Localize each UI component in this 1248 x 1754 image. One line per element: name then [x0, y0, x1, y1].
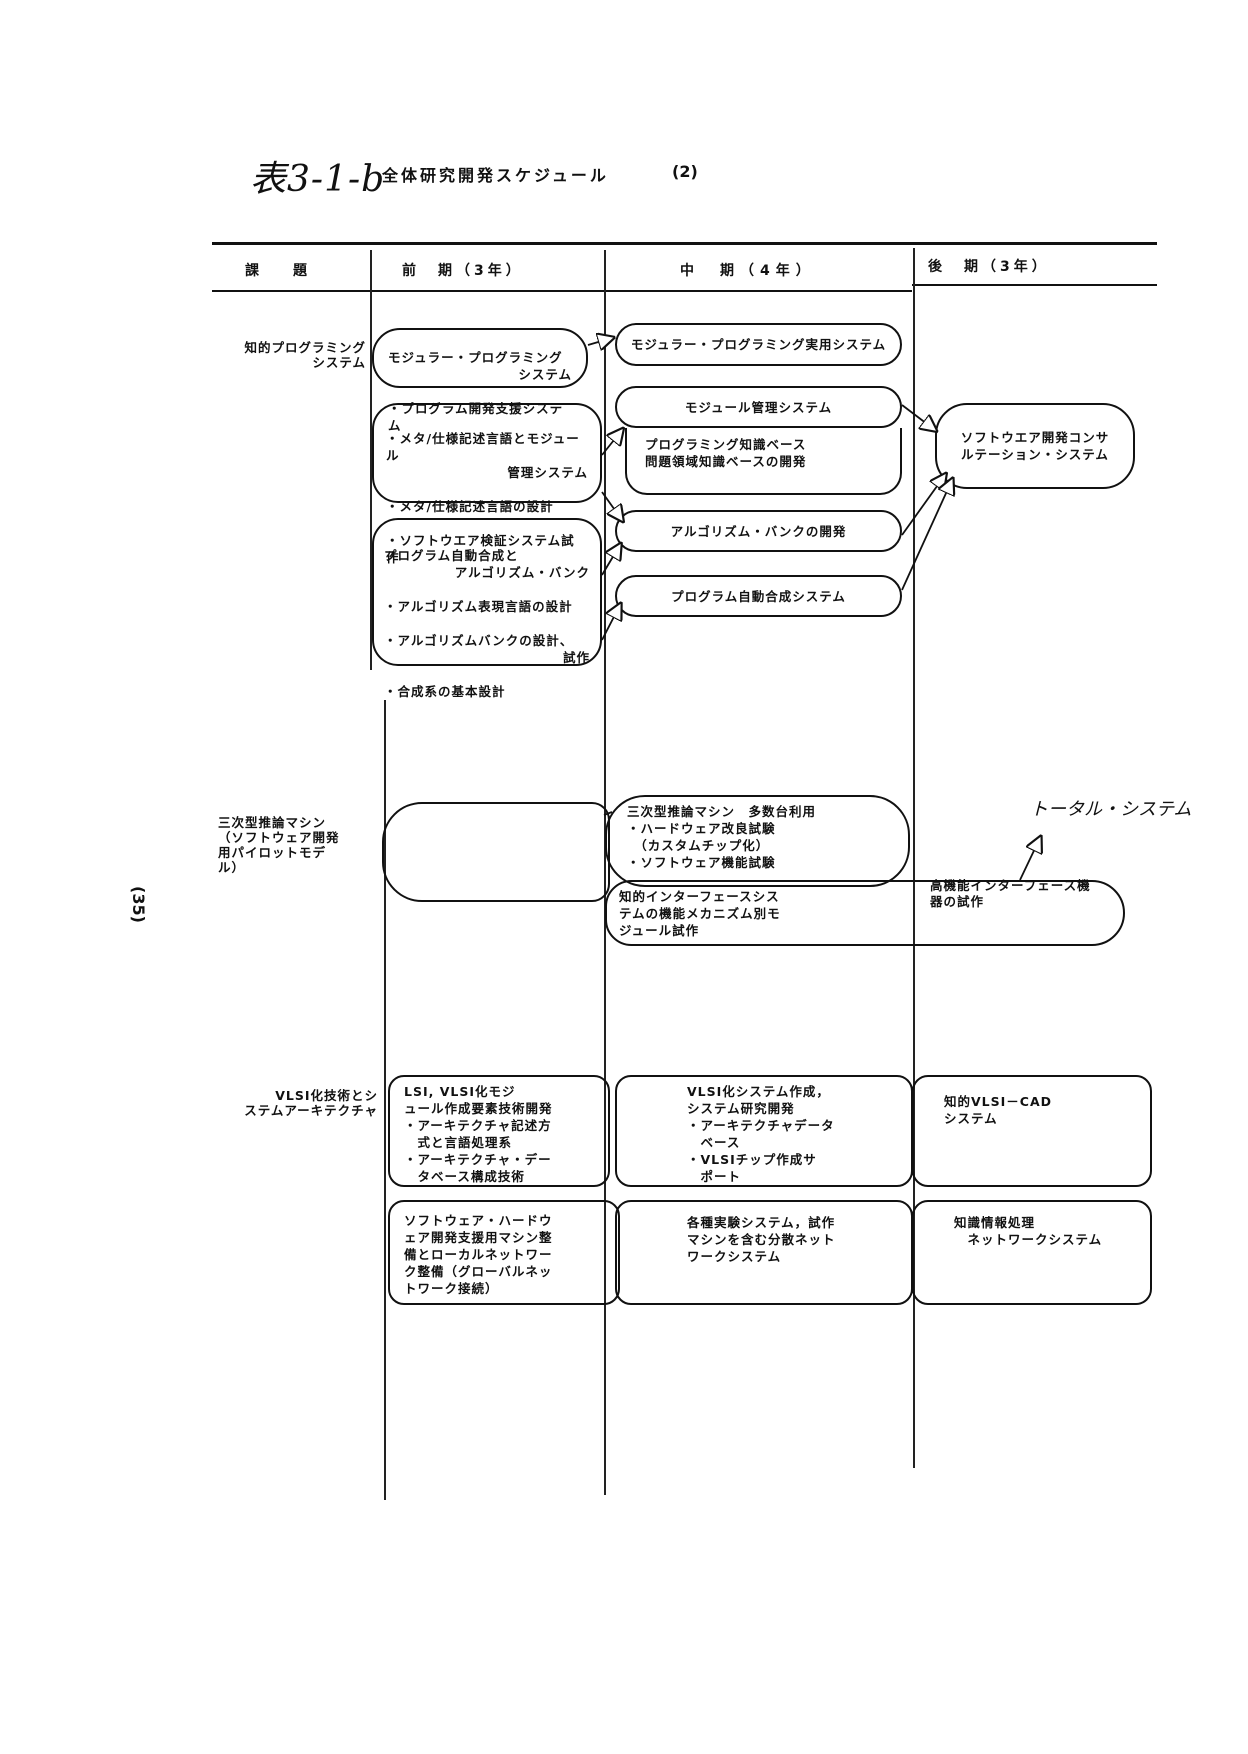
box-line: ・アルゴリズム表現言語の設計 — [384, 599, 573, 614]
topic-intelligent-programming: 知的プログラミング システム — [244, 340, 366, 370]
box-line: ・アルゴリズムバンクの設計、 — [384, 633, 574, 648]
middle-box-algorithm-bank: アルゴリズム・バンクの開発 — [615, 510, 902, 552]
late-box-vlsi-cad: 知的VLSI－CAD システム — [912, 1075, 1152, 1187]
middle-box-intelligent-interface: 知的インターフェースシス テムの機能メカニズム別モ ジュール試作 — [605, 880, 1125, 946]
late-interface-text: 高機能インターフェース機 器の試作 — [930, 878, 1091, 909]
arrow-synthesis-to-algorithm-bank — [601, 545, 620, 576]
topic-vlsi-technology: VLSI化技術とシ ステムアーキテクチャ — [244, 1088, 378, 1118]
box-line: ・メタ/仕様記述言語とモジュール — [386, 431, 580, 463]
arrow-modular-to-practical — [587, 338, 612, 345]
topic-inference-machine: 三次型推論マシン （ソフトウェア開発 用パイロットモデ ル） — [218, 815, 340, 875]
middle-box-inference-multi-use: 三次型推論マシン 多数台利用 ・ハードウェア改良試験 （カスタムチップ化） ・ソ… — [605, 795, 910, 887]
arrow-meta-to-module-mgmt — [601, 430, 622, 456]
handwritten-total-system-note: トータル・システム — [1030, 799, 1192, 820]
header-topic: 課 題 — [245, 263, 317, 279]
box-line: アルゴリズム・バンク — [454, 565, 590, 580]
arrow-auto-system-to-consultation — [901, 480, 952, 591]
early-box-lsi-vlsi-module: LSI, VLSI化モジ ュール作成要素技術開発 ・アーキテクチャ記述方 式と言… — [388, 1075, 610, 1187]
header-bottom-rule-left — [212, 290, 912, 292]
box-line: プログラム自動合成と — [384, 548, 519, 563]
box-line: 試作 — [562, 650, 590, 665]
early-box-meta-spec-language: ・メタ/仕様記述言語とモジュール 管理システム ・メタ/仕様記述言語の設計 ・ソ… — [372, 403, 602, 565]
column-divider-1-lower — [384, 700, 386, 1500]
handwritten-table-label: 表3-1-b — [250, 159, 386, 200]
box-line: モジュラー・プログラミング — [388, 350, 563, 365]
middle-box-vlsi-system: VLSI化システム作成， システム研究開発 ・アーキテクチャデータ ベース ・V… — [615, 1075, 913, 1187]
early-box-program-synthesis: プログラム自動合成と アルゴリズム・バンク ・アルゴリズム表現言語の設計 ・アル… — [372, 518, 602, 699]
box-line: 管理システム — [507, 465, 588, 480]
column-divider-3 — [913, 248, 915, 1468]
title-part-number: (2) — [672, 162, 698, 181]
arrow-algorithm-bank-to-consultation — [901, 475, 945, 536]
arrow-module-mgmt-to-consultation — [901, 404, 935, 430]
middle-box-distributed-network: 各種実験システム，試作 マシンを含む分散ネット ワークシステム — [615, 1200, 913, 1305]
arrow-to-total-system — [1019, 838, 1040, 881]
page-title: 全体研究開発スケジュール — [382, 166, 609, 185]
box-line: ・ソフトウエア検証システム試作 — [386, 533, 575, 565]
header-early-period: 前 期（3年） — [402, 263, 524, 279]
arrow-meta-to-algorithm-bank — [601, 491, 622, 520]
box-line: ・メタ/仕様記述言語の設計 — [386, 499, 554, 514]
header-bottom-rule-right — [912, 284, 1157, 286]
middle-box-automatic-synthesis: プログラム自動合成システム — [615, 575, 902, 617]
arrow-inference-early-to-middle — [603, 811, 613, 816]
table-top-rule — [212, 242, 1157, 245]
middle-box-module-management: モジュール管理システム — [615, 386, 902, 428]
header-late-period: 後 期（3年） — [928, 259, 1050, 275]
middle-box-knowledge-base: プログラミング知識ベース 問題領域知識ベースの開発 — [625, 428, 902, 495]
late-box-knowledge-network: 知識情報処理 ネットワークシステム — [912, 1200, 1152, 1305]
late-box-software-consultation: ソフトウエア開発コンサ ルテーション・システム — [935, 403, 1135, 489]
box-line: ・合成系の基本設計 — [384, 684, 506, 699]
early-box-dev-support-machine: ソフトウェア・ハードウ ェア開発支援用マシン整 備とローカルネットワー ク整備（… — [388, 1200, 620, 1305]
column-divider-1 — [370, 250, 372, 670]
header-middle-period: 中 期（4年） — [680, 263, 816, 279]
box-line: システム — [518, 367, 572, 382]
arrow-synthesis-to-auto-system — [601, 605, 620, 641]
